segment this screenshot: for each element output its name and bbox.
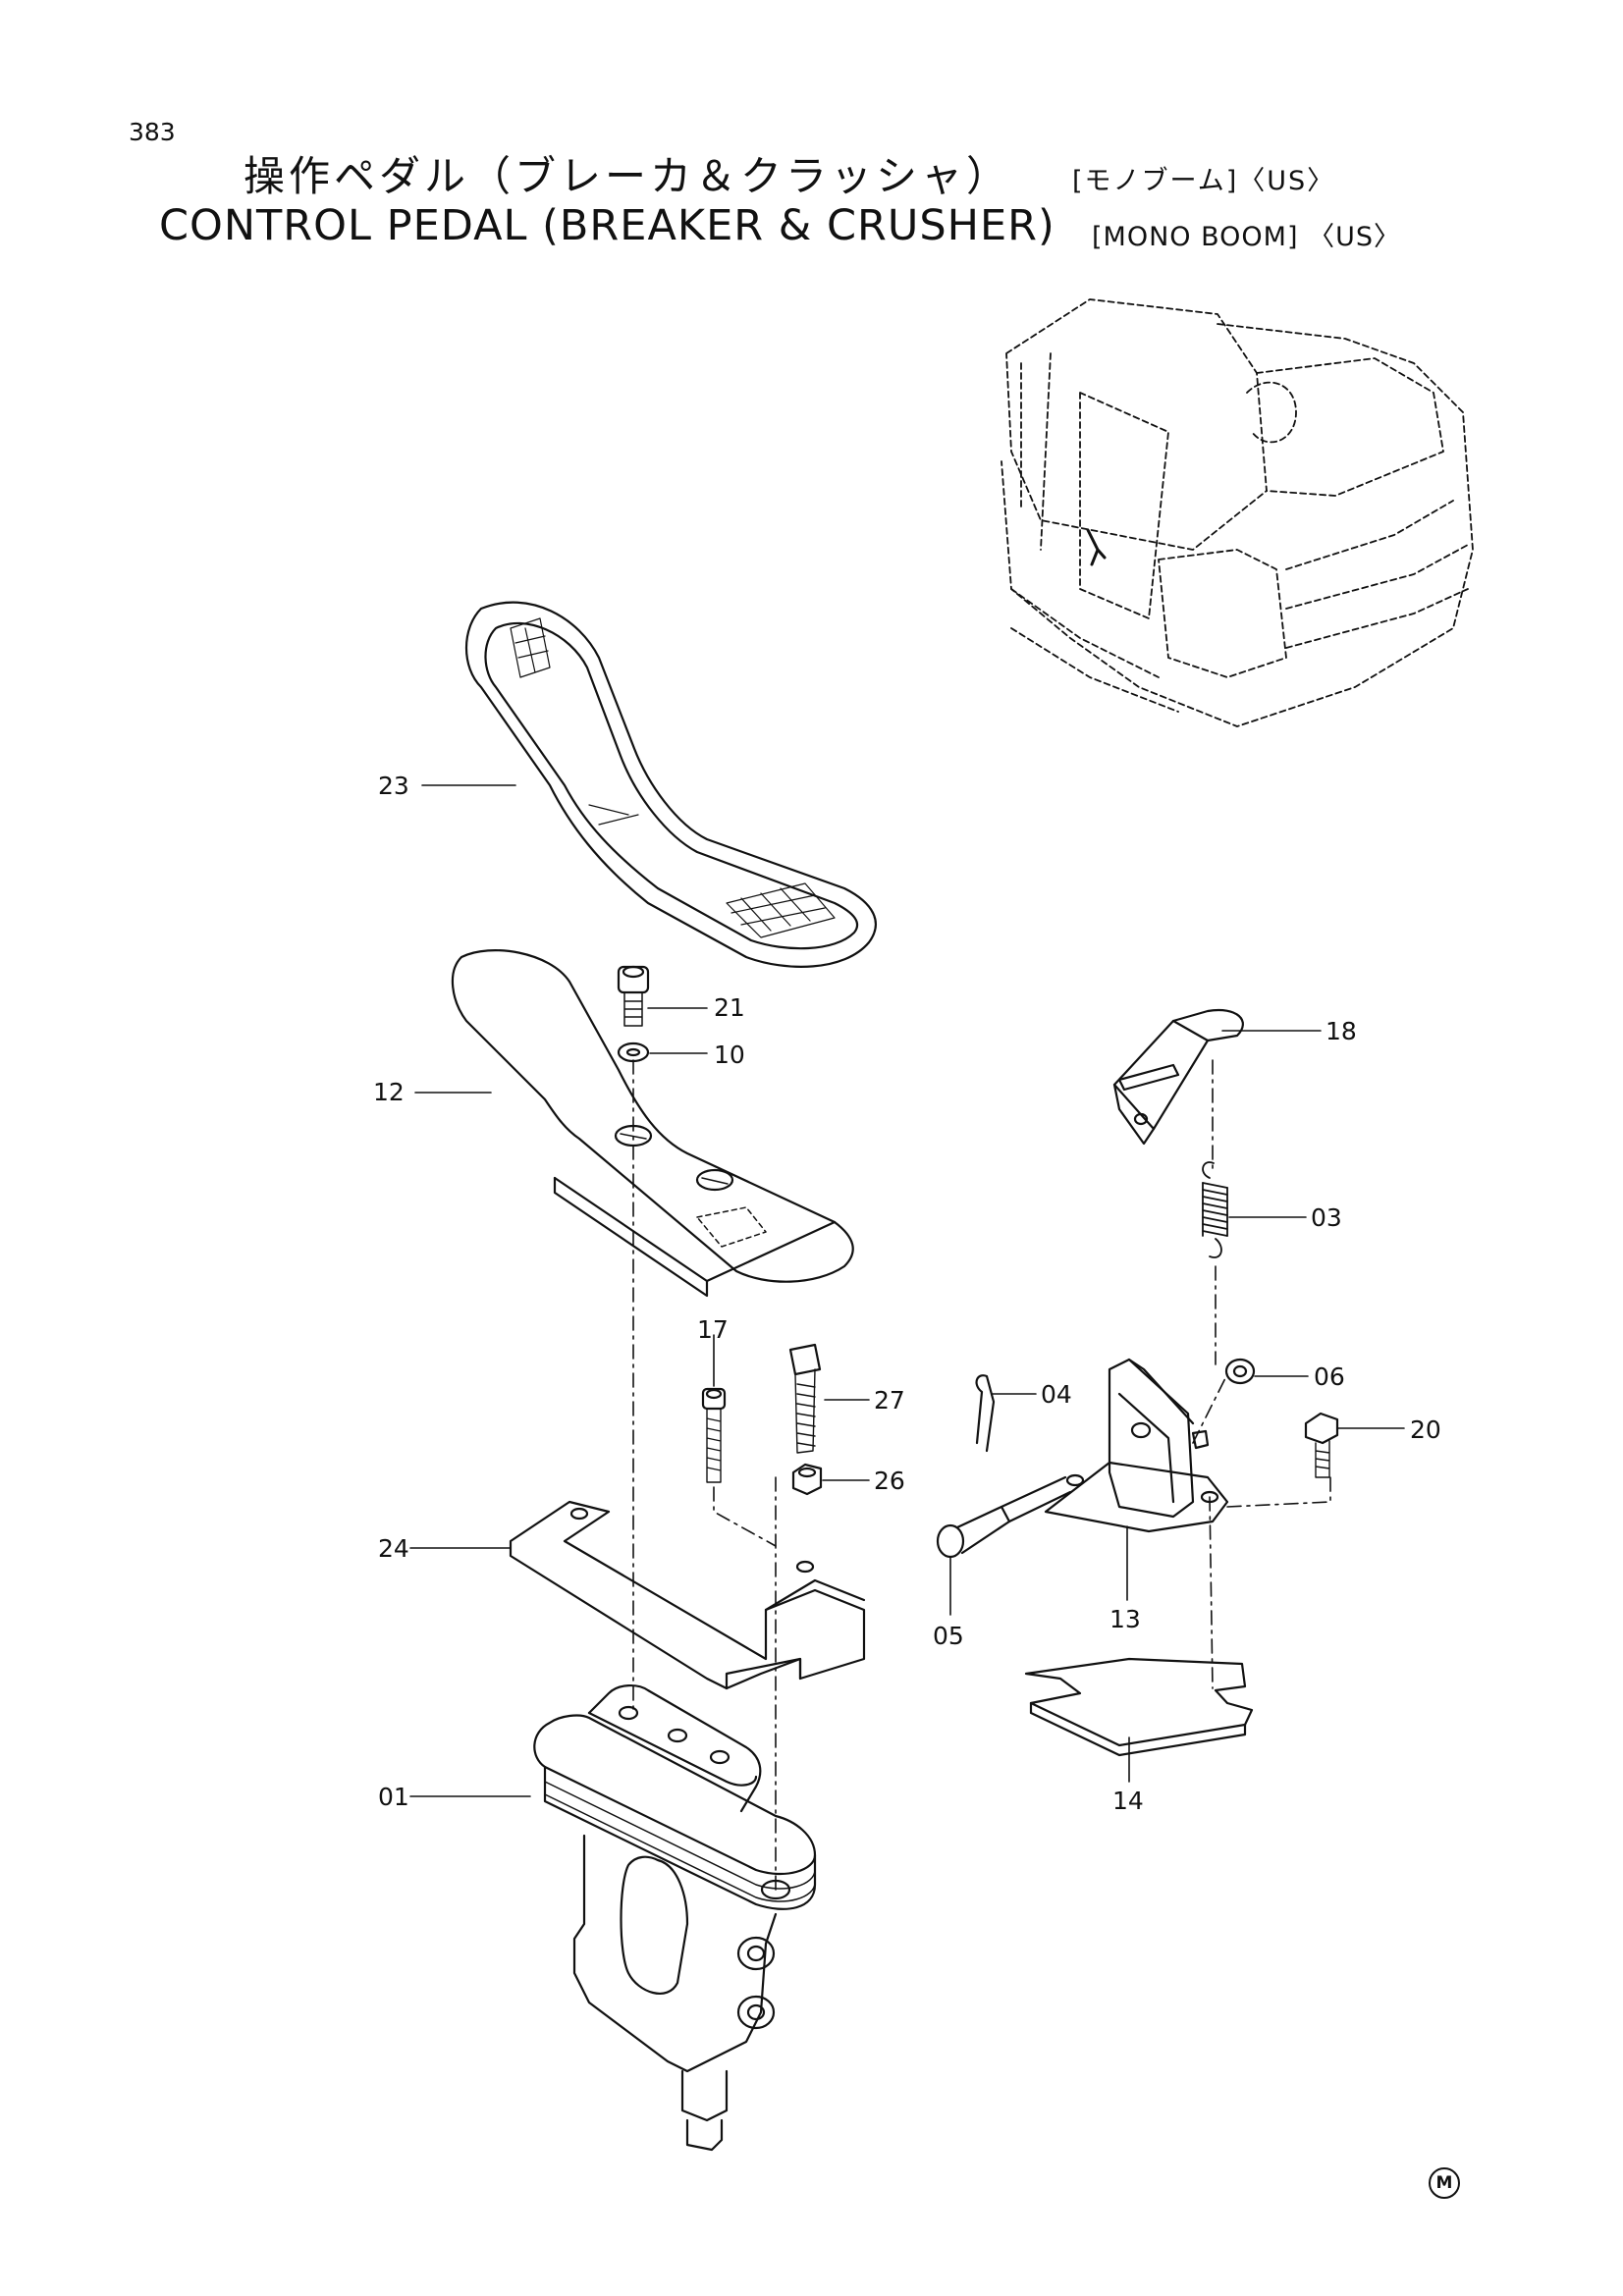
pedal-bracket-13 <box>1044 1358 1229 1533</box>
washer-10 <box>617 1041 650 1063</box>
part-label-21: 21 <box>714 993 745 1022</box>
bolt-20 <box>1304 1412 1339 1478</box>
bolt-27 <box>788 1343 822 1454</box>
leader-lines <box>409 784 1405 1797</box>
pilot-valve-01 <box>533 1684 817 2152</box>
part-label-06: 06 <box>1314 1362 1345 1391</box>
washer-06 <box>1224 1358 1256 1385</box>
title-japanese: 操作ペダル（ブレーカ＆クラッシャ） <box>243 152 1012 200</box>
bolt-17 <box>701 1387 727 1483</box>
plate-14 <box>1024 1657 1254 1757</box>
part-label-17: 17 <box>697 1315 729 1344</box>
part-label-20: 20 <box>1410 1415 1441 1444</box>
spring-03 <box>1202 1161 1228 1258</box>
pedal-plate-12 <box>451 949 854 1298</box>
part-label-05: 05 <box>933 1622 964 1650</box>
split-pin-04 <box>975 1374 996 1453</box>
bracket-18 <box>1112 1008 1244 1146</box>
part-label-14: 14 <box>1112 1787 1144 1815</box>
part-label-10: 10 <box>714 1041 745 1069</box>
part-label-13: 13 <box>1109 1605 1141 1633</box>
part-label-23: 23 <box>378 772 409 800</box>
part-label-04: 04 <box>1041 1380 1072 1409</box>
nut-26 <box>791 1463 823 1496</box>
title-english: CONTROL PEDAL (BREAKER & CRUSHER) <box>159 201 1055 250</box>
assembly-guide-lines <box>632 1059 1331 1891</box>
part-label-24: 24 <box>378 1534 409 1563</box>
part-label-26: 26 <box>874 1467 905 1495</box>
part-label-03: 03 <box>1311 1203 1342 1232</box>
part-label-01: 01 <box>378 1783 409 1811</box>
excavator-cab-illustration <box>1001 298 1474 727</box>
cab-pedal-location-marker <box>1086 528 1107 566</box>
part-label-27: 27 <box>874 1386 905 1415</box>
bolt-21 <box>617 965 650 1027</box>
bracket-24 <box>509 1500 866 1690</box>
title-japanese-suffix: [モノブーム]〈US〉 <box>1072 166 1336 196</box>
page-number: 383 <box>129 118 176 146</box>
pedal-cover-23 <box>464 601 877 968</box>
clevis-pin-05 <box>936 1475 1072 1559</box>
title-english-suffix: [MONO BOOM] 〈US〉 <box>1092 222 1401 252</box>
manual-mark: M <box>1429 2167 1460 2199</box>
part-label-18: 18 <box>1325 1017 1357 1045</box>
part-label-12: 12 <box>373 1078 405 1106</box>
